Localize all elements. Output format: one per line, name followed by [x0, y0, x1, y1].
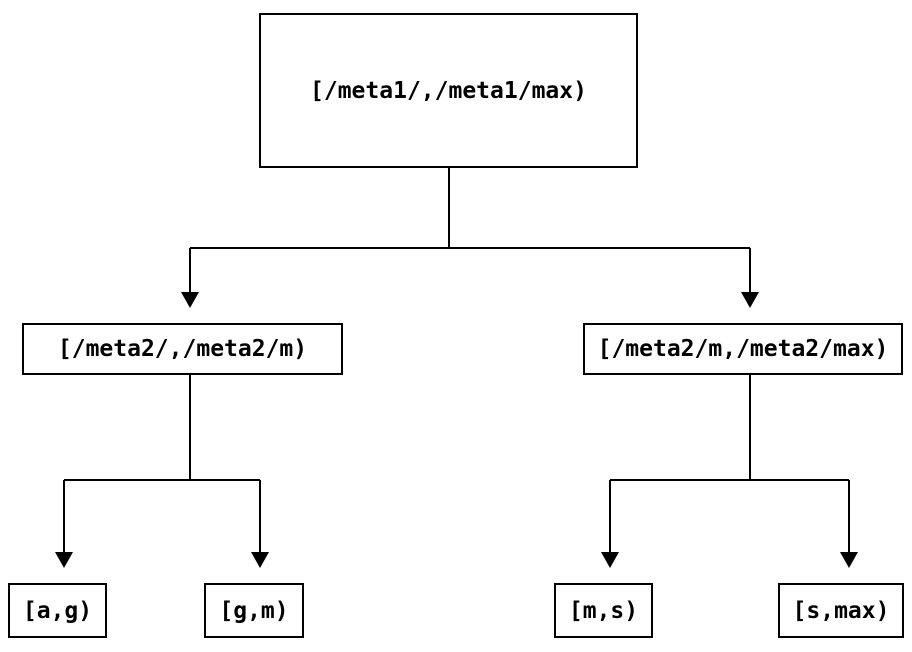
arrowhead-leaf-ms: [601, 552, 619, 568]
node-leaf-ms: [m,s): [554, 583, 653, 638]
node-leaf-gm-label: [g,m): [219, 597, 289, 624]
arrowhead-right: [741, 292, 759, 308]
node-left-interval: [/meta2/,/meta2/m): [22, 323, 343, 375]
node-leaf-ag-label: [a,g): [22, 597, 93, 624]
node-root-label: [/meta1/,/meta1/max): [310, 77, 587, 104]
node-leaf-ag: [a,g): [8, 583, 107, 638]
arrowhead-leaf-smax: [840, 552, 858, 568]
node-leaf-smax-label: [s,max): [792, 597, 890, 624]
arrowhead-left: [181, 292, 199, 308]
arrowhead-leaf-ag: [55, 552, 73, 568]
node-right-interval: [/meta2/m,/meta2/max): [583, 323, 903, 375]
node-root-interval: [/meta1/,/meta1/max): [259, 13, 638, 168]
node-leaf-smax: [s,max): [778, 583, 904, 638]
arrowhead-leaf-gm: [251, 552, 269, 568]
node-left-label: [/meta2/,/meta2/m): [57, 336, 308, 362]
node-leaf-ms-label: [m,s): [568, 597, 639, 624]
node-leaf-gm: [g,m): [204, 583, 304, 638]
node-right-label: [/meta2/m,/meta2/max): [597, 336, 889, 362]
